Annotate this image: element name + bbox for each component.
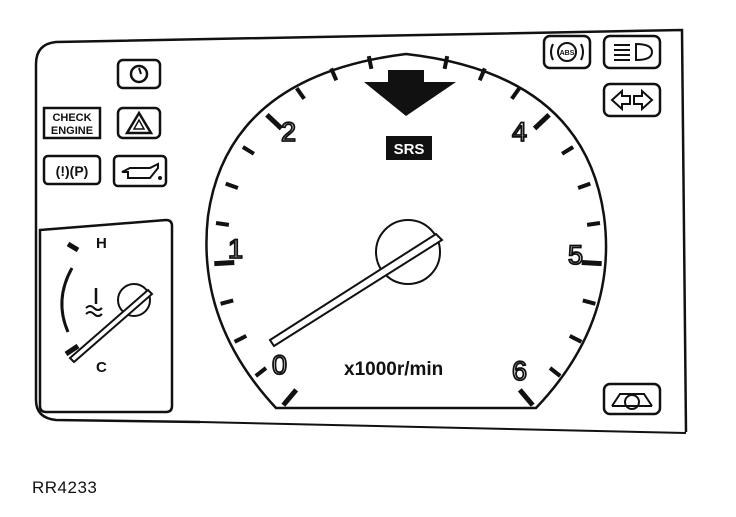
tacho-label-6: 6 xyxy=(512,356,527,386)
figure-reference: RR4233 xyxy=(32,478,98,497)
tachometer-tick xyxy=(329,67,339,82)
tachometer-tick xyxy=(577,181,591,190)
check-engine-text-line2: ENGINE xyxy=(51,125,93,137)
tachometer-unit-label: x1000r/min xyxy=(344,359,443,380)
down-arrow-icon xyxy=(364,70,456,116)
tachometer-tick xyxy=(510,87,521,100)
tachometer-tick xyxy=(442,55,450,70)
oil-pressure-icon xyxy=(121,162,162,180)
check-engine-icon: CHECK ENGINE xyxy=(51,112,93,137)
headlight-icon xyxy=(614,42,654,62)
tachometer-tick xyxy=(214,260,235,267)
abs-icon-text: ABS xyxy=(560,50,575,57)
oil-pressure-indicator xyxy=(112,154,168,188)
temperature-cold-label: C xyxy=(96,359,107,376)
temperature-scale-arc xyxy=(60,267,74,333)
tachometer-tick xyxy=(548,366,562,378)
tachometer-tick xyxy=(581,260,602,267)
tachometer-tick xyxy=(532,112,551,131)
tachometer-tick xyxy=(366,55,374,70)
tachometer-tick xyxy=(568,334,583,344)
tacho-label-2: 2 xyxy=(281,117,296,147)
temperature-needle xyxy=(68,288,154,364)
tachometer-tick xyxy=(582,298,596,306)
cluster-panel-outline xyxy=(34,28,688,433)
tachometer-tick xyxy=(586,221,601,227)
turn-signal-icon xyxy=(610,88,654,112)
tachometer-tick xyxy=(265,112,284,131)
tachometer-tick xyxy=(233,334,248,344)
tachometer-tick xyxy=(241,145,255,156)
tacho-label-0: 0 xyxy=(272,350,287,380)
brake-indicator: (!)(P) xyxy=(42,154,102,186)
temperature-tick-cold xyxy=(64,343,80,357)
tachometer-tick xyxy=(477,67,487,82)
cruise-indicator xyxy=(116,58,162,90)
cruise-icon xyxy=(129,64,149,84)
abs-indicator: ABS xyxy=(542,34,592,70)
tachometer-tick xyxy=(254,366,268,378)
tacho-label-5: 5 xyxy=(568,240,583,270)
check-engine-text-line1: CHECK xyxy=(52,112,91,124)
temperature-hot-label: H xyxy=(96,235,107,252)
turn-signal-indicator xyxy=(602,82,662,118)
tyre-pressure-icon xyxy=(611,393,653,410)
tachometer-tick xyxy=(215,221,230,227)
hazard-indicator xyxy=(116,106,162,140)
check-engine-indicator: CHECK ENGINE xyxy=(42,106,102,140)
tachometer-tick xyxy=(220,298,234,306)
brake-icon-text: (!)(P) xyxy=(56,163,89,179)
temperature-gauge-frame xyxy=(38,218,174,414)
srs-airbag-indicator xyxy=(386,136,432,160)
brake-icon: (!)(P) xyxy=(56,163,89,179)
tachometer-dial xyxy=(205,52,608,410)
tyre-pressure-indicator xyxy=(602,382,662,416)
tachometer-tick xyxy=(517,388,535,407)
hazard-icon xyxy=(124,110,154,135)
tachometer-tick xyxy=(561,145,575,156)
tachometer-tick xyxy=(281,388,299,407)
tacho-label-1: 1 xyxy=(228,234,243,264)
cluster-bottom-edge xyxy=(199,421,687,434)
temperature-tick-hot xyxy=(66,241,80,253)
headlight-indicator xyxy=(602,34,662,70)
tachometer-needle xyxy=(268,232,444,348)
tachometer-ticks xyxy=(214,55,602,407)
tachometer-tick xyxy=(225,181,239,190)
abs-icon: ABS xyxy=(550,42,584,62)
coolant-icon xyxy=(85,288,103,317)
srs-airbag-label: SRS xyxy=(394,141,425,158)
tachometer-tick xyxy=(295,87,306,100)
tacho-label-4: 4 xyxy=(512,117,527,147)
